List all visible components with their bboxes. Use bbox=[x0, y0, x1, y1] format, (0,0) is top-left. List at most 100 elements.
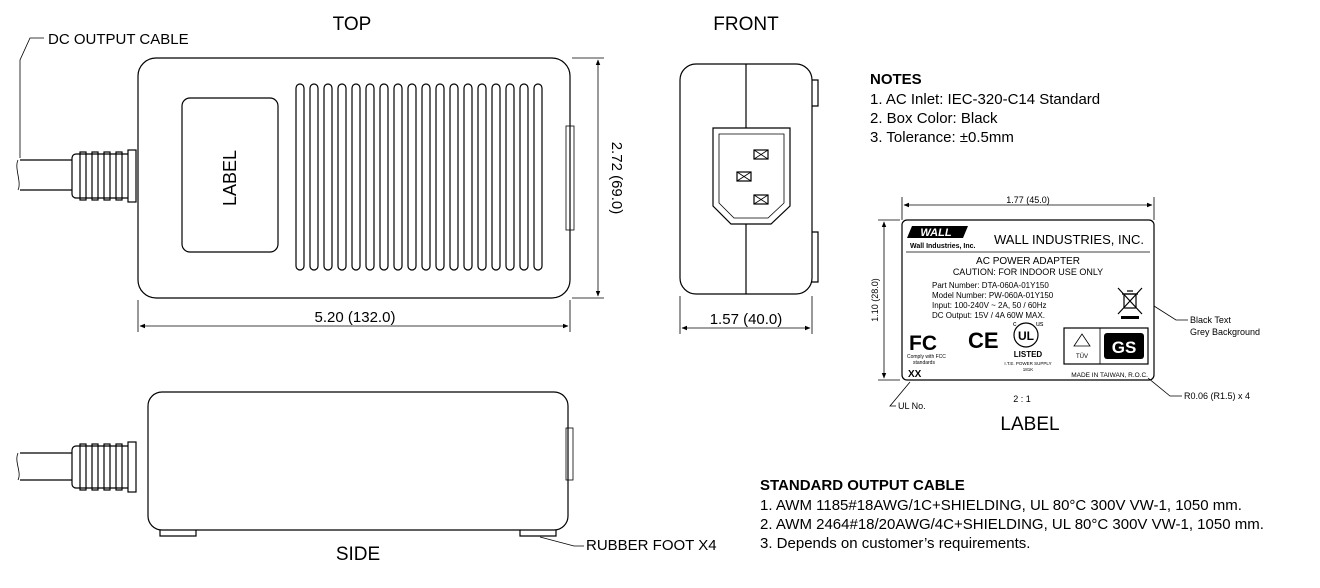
top-view-title: TOP bbox=[333, 14, 372, 35]
front-width-label: 1.57 (40.0) bbox=[710, 311, 783, 328]
ul-line: 181K bbox=[1023, 367, 1034, 372]
rubber-feet bbox=[159, 530, 557, 537]
radius-leader bbox=[1147, 377, 1182, 397]
rubber-foot-callout: RUBBER FOOT X4 bbox=[586, 537, 717, 554]
gs-text: GS bbox=[1112, 338, 1137, 357]
cable-heading: STANDARD OUTPUT CABLE bbox=[760, 477, 965, 494]
side-cable-break bbox=[16, 452, 20, 481]
caution-text: CAUTION: FOR INDOOR USE ONLY bbox=[953, 267, 1103, 277]
label-width-label: 1.77 (45.0) bbox=[1006, 195, 1050, 205]
top-cable bbox=[20, 159, 72, 191]
svg-text:us: us bbox=[1036, 321, 1044, 328]
svg-text:c: c bbox=[1013, 321, 1017, 328]
top-vents bbox=[295, 83, 543, 271]
top-height-label: 2.72 (69.0) bbox=[608, 142, 625, 215]
cable-item: 1. AWM 1185#18AWG/1C+SHIELDING, UL 80°C … bbox=[760, 497, 1242, 514]
side-view-title: SIDE bbox=[336, 544, 380, 565]
vent-slot bbox=[407, 83, 417, 271]
tuv-text: TÜV bbox=[1076, 353, 1088, 360]
vent-slot bbox=[505, 83, 515, 271]
top-strain-relief bbox=[71, 149, 137, 203]
note-item: 3. Tolerance: ±0.5mm bbox=[870, 129, 1014, 146]
wall-logo-text: WALL bbox=[920, 227, 951, 239]
spec-line: DC Output: 15V / 4A 60W MAX. bbox=[932, 311, 1045, 320]
top-side-ridge bbox=[565, 125, 575, 231]
vent-slot bbox=[323, 83, 333, 271]
note-item: 1. AC Inlet: IEC-320-C14 Standard bbox=[870, 91, 1100, 108]
vent-slot bbox=[435, 83, 445, 271]
ul-number-placeholder: XX bbox=[908, 369, 922, 380]
top-label-area bbox=[181, 97, 279, 253]
vent-slot bbox=[519, 83, 529, 271]
front-width-dimension bbox=[679, 296, 813, 334]
side-housing bbox=[147, 391, 569, 531]
label-height-dimension bbox=[878, 219, 900, 381]
label-view-title: LABEL bbox=[1000, 414, 1059, 435]
front-edges bbox=[812, 79, 819, 283]
vent-slot bbox=[393, 83, 403, 271]
ul-line: I.T.E. POWER SUPPLY bbox=[1004, 361, 1051, 366]
label-width-dimension bbox=[901, 197, 1155, 220]
company-name: WALL INDUSTRIES, INC. bbox=[994, 232, 1144, 247]
ul-listed-icon: UL c us bbox=[1013, 321, 1044, 348]
label-outline bbox=[901, 219, 1155, 381]
label-height-label: 1.10 (28.0) bbox=[870, 278, 880, 322]
side-note: Black Text bbox=[1190, 315, 1231, 325]
vent-slot bbox=[365, 83, 375, 271]
ce-mark: CE bbox=[968, 328, 999, 353]
fcc-text: Comply with FCC bbox=[907, 354, 946, 360]
made-in: MADE IN TAIWAN, R.O.C. bbox=[1071, 372, 1148, 379]
top-label-text: LABEL bbox=[220, 150, 240, 206]
spec-line: Part Number: DTA-060A-01Y150 bbox=[932, 281, 1049, 290]
cable-item: 3. Depends on customer’s requirements. bbox=[760, 535, 1030, 552]
product-label: WALL Wall Industries, Inc. WALL INDUSTRI… bbox=[901, 219, 1155, 381]
vent-slot bbox=[337, 83, 347, 271]
vent-slot bbox=[351, 83, 361, 271]
vent-slot bbox=[421, 83, 431, 271]
brand-sub: Wall Industries, Inc. bbox=[910, 243, 976, 250]
top-width-label: 5.20 (132.0) bbox=[315, 309, 396, 326]
front-view bbox=[679, 63, 819, 295]
vent-slot bbox=[449, 83, 459, 271]
fcc-text: standards bbox=[913, 360, 935, 366]
side-cable bbox=[20, 452, 72, 481]
side-note-leader bbox=[1153, 305, 1188, 321]
product-name: AC POWER ADAPTER bbox=[976, 256, 1080, 267]
note-item: 2. Box Color: Black bbox=[870, 110, 998, 127]
vent-slot bbox=[295, 83, 305, 271]
side-ridge bbox=[565, 427, 574, 481]
vent-slot bbox=[463, 83, 473, 271]
rubber-foot-leader bbox=[539, 536, 584, 547]
vent-slot bbox=[379, 83, 389, 271]
vent-slot bbox=[477, 83, 487, 271]
side-strain-relief bbox=[71, 441, 137, 493]
spec-line: Model Number: PW-060A-01Y150 bbox=[932, 291, 1054, 300]
wall-logo: WALL bbox=[907, 226, 968, 239]
dc-cable-leader bbox=[19, 37, 44, 158]
svg-text:UL: UL bbox=[1018, 329, 1034, 343]
cable-item: 2. AWM 2464#18/20AWG/4C+SHIELDING, UL 80… bbox=[760, 516, 1264, 533]
inlet-pins bbox=[736, 149, 769, 205]
side-view bbox=[16, 391, 574, 537]
dc-cable-callout: DC OUTPUT CABLE bbox=[48, 31, 189, 48]
top-cable-break bbox=[16, 159, 20, 191]
weee-bin-icon bbox=[1117, 287, 1143, 319]
spec-line: Input: 100-240V ~ 2A, 50 / 60Hz bbox=[932, 301, 1047, 310]
top-view: LABEL bbox=[16, 57, 575, 299]
ul-no-leader bbox=[889, 381, 911, 407]
vent-slot bbox=[533, 83, 543, 271]
ul-no-callout: UL No. bbox=[898, 401, 926, 411]
ul-listed-text: LISTED bbox=[1014, 350, 1043, 359]
scale-text: 2 : 1 bbox=[1013, 394, 1031, 404]
front-view-title: FRONT bbox=[713, 14, 779, 35]
vent-slot bbox=[491, 83, 501, 271]
radius-callout: R0.06 (R1.5) x 4 bbox=[1184, 391, 1250, 401]
top-height-dimension bbox=[572, 57, 604, 299]
top-width-dimension bbox=[137, 300, 571, 332]
vent-slot bbox=[309, 83, 319, 271]
fcc-mark: FC bbox=[909, 332, 937, 355]
side-note: Grey Background bbox=[1190, 327, 1260, 337]
tuv-gs-icon: TÜV GS bbox=[1063, 327, 1149, 365]
notes-heading: NOTES bbox=[870, 71, 922, 88]
